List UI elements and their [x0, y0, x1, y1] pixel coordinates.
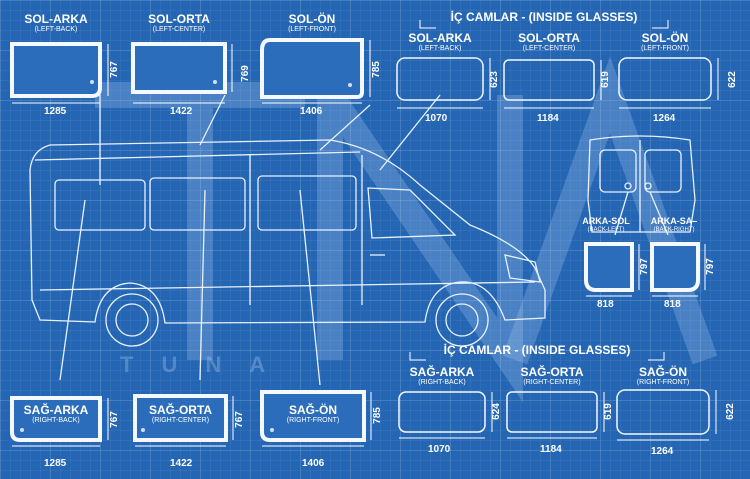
width-arka-sol: 818 [597, 299, 614, 310]
label-ic-sag-arka: SAĞ-ARKA(RIGHT-BACK) [409, 365, 475, 386]
height-arka-sol: 797 [638, 258, 650, 275]
width-sag-arka: 1285 [44, 458, 67, 469]
height-sag-orta: 767 [233, 411, 245, 428]
width-sag-orta: 1422 [170, 458, 193, 469]
height-sol-arka: 767 [108, 61, 120, 78]
glass-ic-sol-on [618, 57, 712, 101]
label-sol-on: SOL-ÖN(LEFT-FRONT) [288, 12, 336, 33]
van-body [29, 139, 546, 324]
glass-ic-sag-on [616, 389, 710, 435]
width-sol-arka: 1285 [44, 106, 67, 117]
glass-sag-on [260, 390, 366, 442]
label-ic-sol-orta: SOL-ORTA(LEFT-CENTER) [518, 31, 580, 52]
width-ic-sag-orta: 1184 [540, 444, 562, 455]
width-sol-orta: 1422 [170, 106, 193, 117]
label-arka-sol: ARKA-SOL(BACK-LEFT) [582, 216, 630, 234]
inside-glasses-header-bottom: İÇ CAMLAR - (INSIDE GLASSES) [443, 343, 631, 357]
height-sol-orta: 769 [239, 65, 251, 82]
label-sol-orta: SOL-ORTA(LEFT-CENTER) [148, 12, 210, 33]
width-ic-sol-orta: 1184 [537, 113, 559, 124]
label-ic-sol-arka: SOL-ARKA(LEFT-BACK) [408, 31, 472, 52]
glass-sag-arka [10, 396, 102, 442]
glass-sag-orta [133, 394, 228, 442]
label-sag-on: SAĞ-ÖN(RIGHT-FRONT) [286, 403, 340, 424]
glass-sol-on [260, 38, 364, 99]
height-ic-sol-arka: 623 [488, 71, 500, 88]
width-ic-sol-on: 1264 [653, 113, 676, 124]
height-sol-on: 785 [370, 61, 382, 78]
glass-sol-arka [10, 42, 102, 98]
label-sol-arka: SOL-ARKA(LEFT-BACK) [24, 12, 88, 33]
label-sag-orta: SAĞ-ORTA(RIGHT-CENTER) [148, 403, 213, 424]
width-sag-on: 1406 [302, 458, 325, 469]
height-ic-sag-on: 622 [724, 403, 736, 420]
label-sag-arka: SAĞ-ARKA(RIGHT-BACK) [23, 403, 89, 424]
glass-ic-sol-arka [396, 57, 484, 101]
width-ic-sol-arka: 1070 [425, 113, 448, 124]
van-back-view [587, 135, 696, 233]
height-ic-sag-orta: 619 [602, 403, 614, 420]
watermark-text: TUNA [120, 352, 294, 377]
height-ic-sol-orta: 619 [599, 71, 611, 88]
width-ic-sag-arka: 1070 [428, 444, 451, 455]
width-ic-sag-on: 1264 [651, 446, 674, 457]
label-ic-sag-on: SAĞ-ÖN(RIGHT-FRONT) [636, 365, 690, 386]
width-sol-on: 1406 [300, 106, 323, 117]
glass-arka-sol [584, 242, 634, 292]
width-arka-sag: 818 [664, 299, 681, 310]
glass-ic-sag-arka [398, 391, 486, 433]
label-ic-sol-on: SOL-ÖN(LEFT-FRONT) [641, 31, 689, 52]
glass-sol-orta [131, 42, 227, 94]
height-sag-arka: 767 [108, 411, 120, 428]
height-ic-sag-arka: 624 [490, 403, 502, 420]
glass-ic-sol-orta [503, 59, 595, 101]
glass-arka-sag [650, 242, 700, 292]
glass-ic-sag-orta [506, 391, 598, 433]
inside-glasses-header-top: İÇ CAMLAR - (INSIDE GLASSES) [450, 10, 638, 24]
label-arka-sag: ARKA-SA–(BACK-RIGHT) [650, 216, 698, 234]
label-ic-sag-orta: SAĞ-ORTA(RIGHT-CENTER) [520, 365, 584, 386]
height-arka-sag: 797 [704, 258, 716, 275]
height-sag-on: 785 [371, 407, 383, 424]
height-ic-sol-on: 622 [726, 71, 738, 88]
